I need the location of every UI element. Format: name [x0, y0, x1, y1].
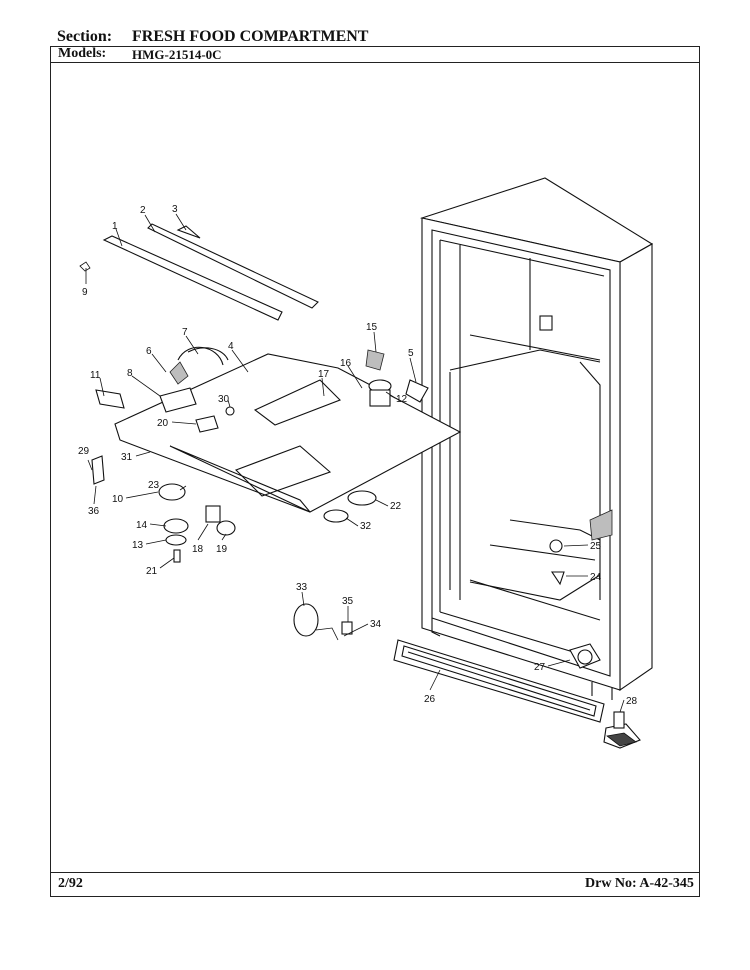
part-label-1: 1 — [112, 221, 118, 232]
part-label-34: 34 — [370, 619, 382, 630]
part-label-2: 2 — [140, 205, 146, 216]
toe-grille — [393, 639, 605, 723]
footer-date: 2/92 — [58, 876, 83, 891]
part-label-31: 31 — [121, 452, 133, 463]
part-label-20: 20 — [157, 418, 169, 429]
part-label-14: 14 — [136, 520, 148, 531]
part-label-36: 36 — [88, 506, 100, 517]
part-label-23: 23 — [148, 480, 160, 491]
part-label-16: 16 — [340, 358, 352, 369]
part-label-17: 17 — [318, 369, 330, 380]
drawing-frame — [50, 46, 700, 897]
part-label-19: 19 — [216, 544, 228, 555]
cabinet — [419, 177, 654, 700]
part-label-21: 21 — [146, 566, 158, 577]
part-label-8: 8 — [127, 368, 133, 379]
part-label-28: 28 — [626, 696, 638, 707]
models-label: Models: — [58, 46, 107, 61]
part-label-12: 12 — [396, 394, 408, 405]
leader-lines — [85, 213, 625, 713]
models-divider — [50, 62, 700, 63]
part-label-30: 30 — [218, 394, 230, 405]
drawing-number: Drw No: A-42-345 — [585, 876, 694, 891]
leveling-leg — [569, 643, 641, 749]
part-label-18: 18 — [192, 544, 204, 555]
part-label-27: 27 — [534, 662, 546, 673]
part-label-26: 26 — [424, 694, 436, 705]
part-label-4: 4 — [228, 341, 234, 352]
part-label-32: 32 — [360, 521, 372, 532]
part-label-24: 24 — [590, 572, 602, 583]
footer-divider — [50, 872, 700, 873]
part-label-9: 9 — [82, 287, 88, 298]
part-label-22: 22 — [390, 501, 402, 512]
part-label-7: 7 — [182, 327, 188, 338]
section-label: Section: — [57, 28, 113, 45]
part-label-11: 11 — [90, 370, 101, 381]
part-label-3: 3 — [172, 204, 178, 215]
part-label-25: 25 — [590, 541, 602, 552]
part-label-33: 33 — [296, 582, 308, 593]
part-label-15: 15 — [366, 322, 378, 333]
part-label-13: 13 — [132, 540, 144, 551]
part-label-10: 10 — [112, 494, 124, 505]
models-value: HMG-21514-0C — [132, 47, 222, 62]
light-assembly — [158, 483, 565, 641]
control-housing — [91, 346, 462, 513]
section-title: FRESH FOOD COMPARTMENT — [132, 28, 369, 45]
part-number-labels: 1 2 3 4 5 6 7 8 9 10 11 12 13 14 15 16 1… — [78, 204, 638, 707]
breaker-strips — [79, 223, 319, 321]
part-label-29: 29 — [78, 446, 90, 457]
part-label-35: 35 — [342, 596, 354, 607]
part-label-6: 6 — [146, 346, 152, 357]
part-label-5: 5 — [408, 348, 414, 359]
